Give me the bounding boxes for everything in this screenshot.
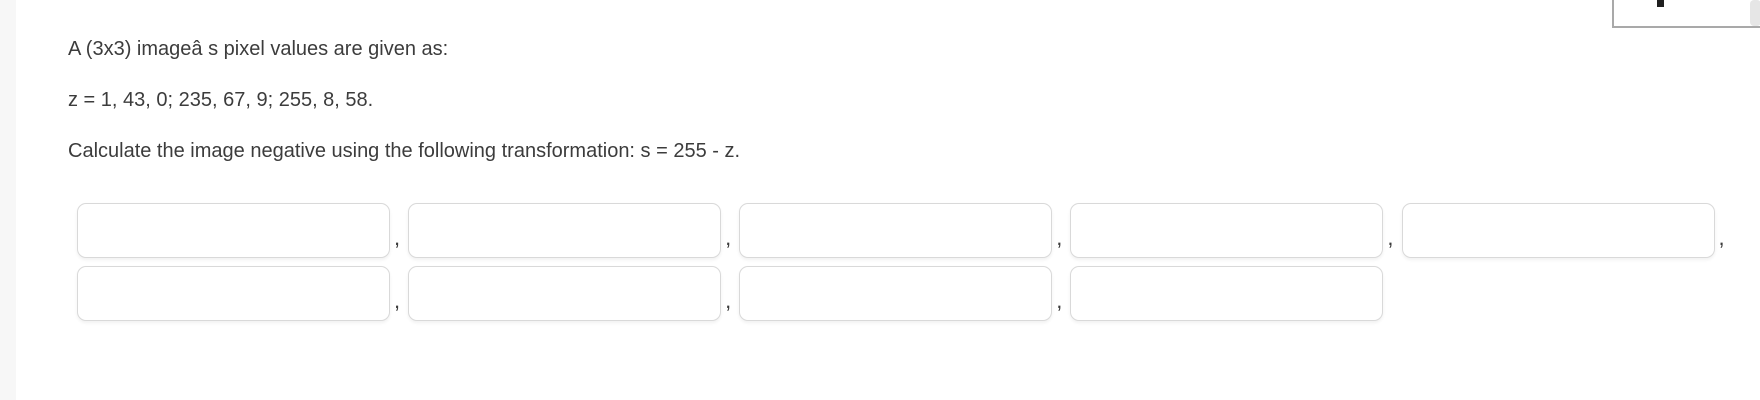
answer-input[interactable]	[77, 266, 390, 321]
separator-comma: ,	[394, 224, 401, 250]
separator-comma: ,	[1387, 224, 1394, 250]
separator-comma: ,	[1056, 287, 1063, 313]
menu-ellipsis-dot-icon	[1657, 0, 1664, 7]
answer-input[interactable]	[739, 203, 1053, 258]
answer-input[interactable]	[739, 266, 1053, 321]
answer-input[interactable]	[408, 266, 722, 321]
answer-area: , , , , , , , ,	[77, 203, 1733, 321]
popup-scrollbar[interactable]	[1750, 0, 1760, 26]
question-intro-text: A (3x3) imageâ s pixel values are given …	[68, 38, 449, 60]
pixel-values-text: z = 1, 43, 0; 235, 67, 9; 255, 8, 58.	[68, 89, 374, 111]
separator-comma: ,	[725, 287, 732, 313]
page-left-gutter	[0, 0, 16, 400]
answer-input[interactable]	[1070, 266, 1384, 321]
answer-row-2: , , ,	[77, 266, 1733, 321]
answer-input[interactable]	[1070, 203, 1384, 258]
separator-comma: ,	[394, 287, 401, 313]
popup-cutoff	[1612, 0, 1760, 28]
question-text-block: A (3x3) imageâ s pixel values are given …	[68, 35, 1468, 188]
answer-row-1: , , , , ,	[77, 203, 1733, 258]
answer-input[interactable]	[77, 203, 390, 258]
instruction-text: Calculate the image negative using the f…	[68, 140, 741, 162]
separator-comma: ,	[1056, 224, 1063, 250]
separator-comma: ,	[1718, 224, 1725, 250]
separator-comma: ,	[725, 224, 732, 250]
answer-input[interactable]	[1401, 203, 1715, 258]
answer-input[interactable]	[408, 203, 722, 258]
